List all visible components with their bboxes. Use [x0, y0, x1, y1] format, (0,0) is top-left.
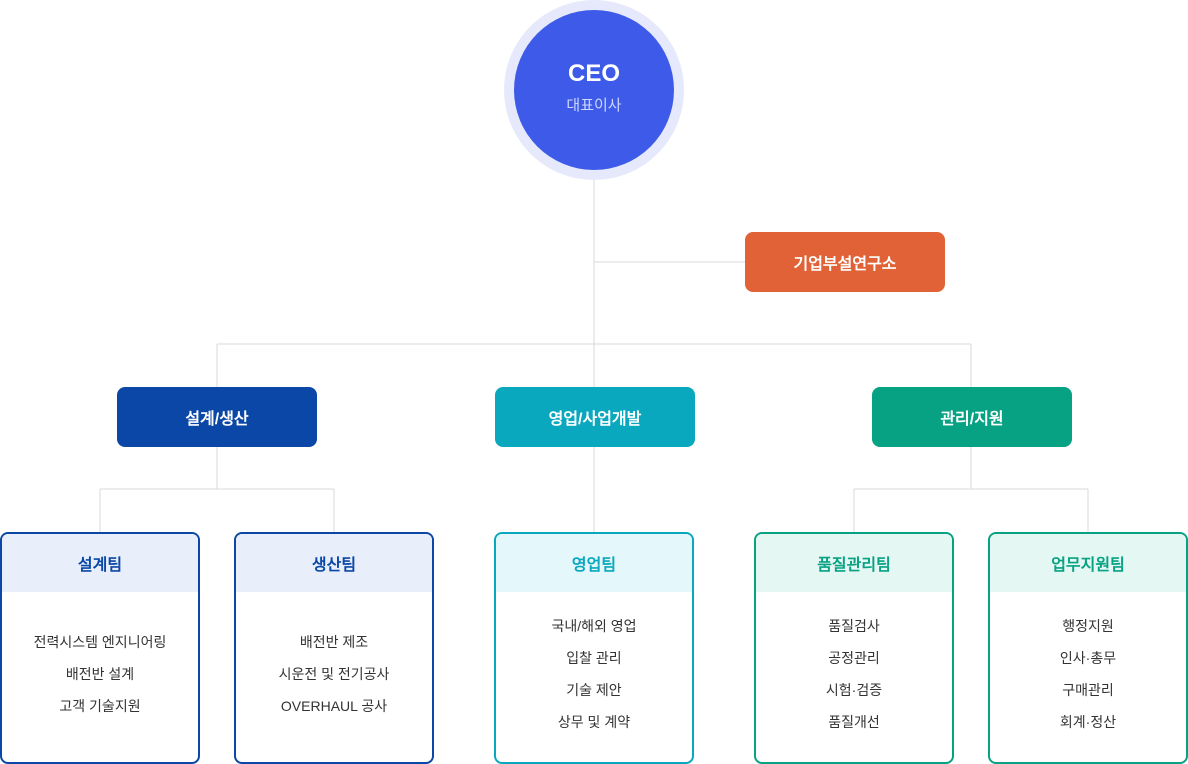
team-duty-item: 상무 및 계약 — [557, 714, 631, 730]
team-title: 영업팀 — [496, 534, 692, 592]
team-duty-item: 인사·총무 — [1059, 650, 1117, 666]
team-duty-item: 입찰 관리 — [566, 650, 622, 666]
team-card-production: 생산팀 배전반 제조 시운전 및 전기공사 OVERHAUL 공사 — [234, 532, 434, 764]
team-duties: 품질검사 공정관리 시험·검증 품질개선 — [756, 592, 952, 738]
team-duty-item: 품질개선 — [828, 714, 880, 730]
team-duty-item: 전력시스템 엔지니어링 — [33, 634, 167, 650]
team-duty-item: 고객 기술지원 — [59, 698, 141, 714]
team-duty-item: 구매관리 — [1062, 682, 1114, 698]
team-duty-item: 행정지원 — [1062, 618, 1114, 634]
team-card-sales: 영업팀 국내/해외 영업 입찰 관리 기술 제안 상무 및 계약 — [494, 532, 694, 764]
division-design-production: 설계/생산 — [117, 387, 317, 447]
team-duty-item: 시험·검증 — [825, 682, 883, 698]
team-duty-item: 배전반 설계 — [65, 666, 135, 682]
division-management-support: 관리/지원 — [872, 387, 1072, 447]
team-title: 업무지원팀 — [990, 534, 1186, 592]
team-duty-item: 시운전 및 전기공사 — [278, 666, 390, 682]
team-card-design: 설계팀 전력시스템 엔지니어링 배전반 설계 고객 기술지원 — [0, 532, 200, 764]
team-title: 생산팀 — [236, 534, 432, 592]
team-title: 품질관리팀 — [756, 534, 952, 592]
team-duties: 배전반 제조 시운전 및 전기공사 OVERHAUL 공사 — [236, 592, 432, 722]
research-lab-node: 기업부설연구소 — [745, 232, 945, 292]
ceo-title: CEO — [567, 59, 620, 87]
team-card-quality: 품질관리팀 품질검사 공정관리 시험·검증 품질개선 — [754, 532, 954, 764]
team-duty-item: OVERHAUL 공사 — [280, 698, 388, 714]
ceo-subtitle: 대표이사 — [566, 96, 622, 114]
team-duty-item: 국내/해외 영업 — [551, 618, 637, 634]
team-duties: 행정지원 인사·총무 구매관리 회계·정산 — [990, 592, 1186, 738]
team-duties: 국내/해외 영업 입찰 관리 기술 제안 상무 및 계약 — [496, 592, 692, 738]
team-duty-item: 회계·정산 — [1059, 714, 1117, 730]
team-duty-item: 품질검사 — [828, 618, 880, 634]
team-duty-item: 기술 제안 — [566, 682, 622, 698]
team-card-admin-support: 업무지원팀 행정지원 인사·총무 구매관리 회계·정산 — [988, 532, 1188, 764]
team-duty-item: 공정관리 — [828, 650, 880, 666]
team-duty-item: 배전반 제조 — [299, 634, 369, 650]
ceo-node: CEO 대표이사 — [514, 10, 674, 170]
team-title: 설계팀 — [2, 534, 198, 592]
team-duties: 전력시스템 엔지니어링 배전반 설계 고객 기술지원 — [2, 592, 198, 722]
division-sales-bizdev: 영업/사업개발 — [495, 387, 695, 447]
